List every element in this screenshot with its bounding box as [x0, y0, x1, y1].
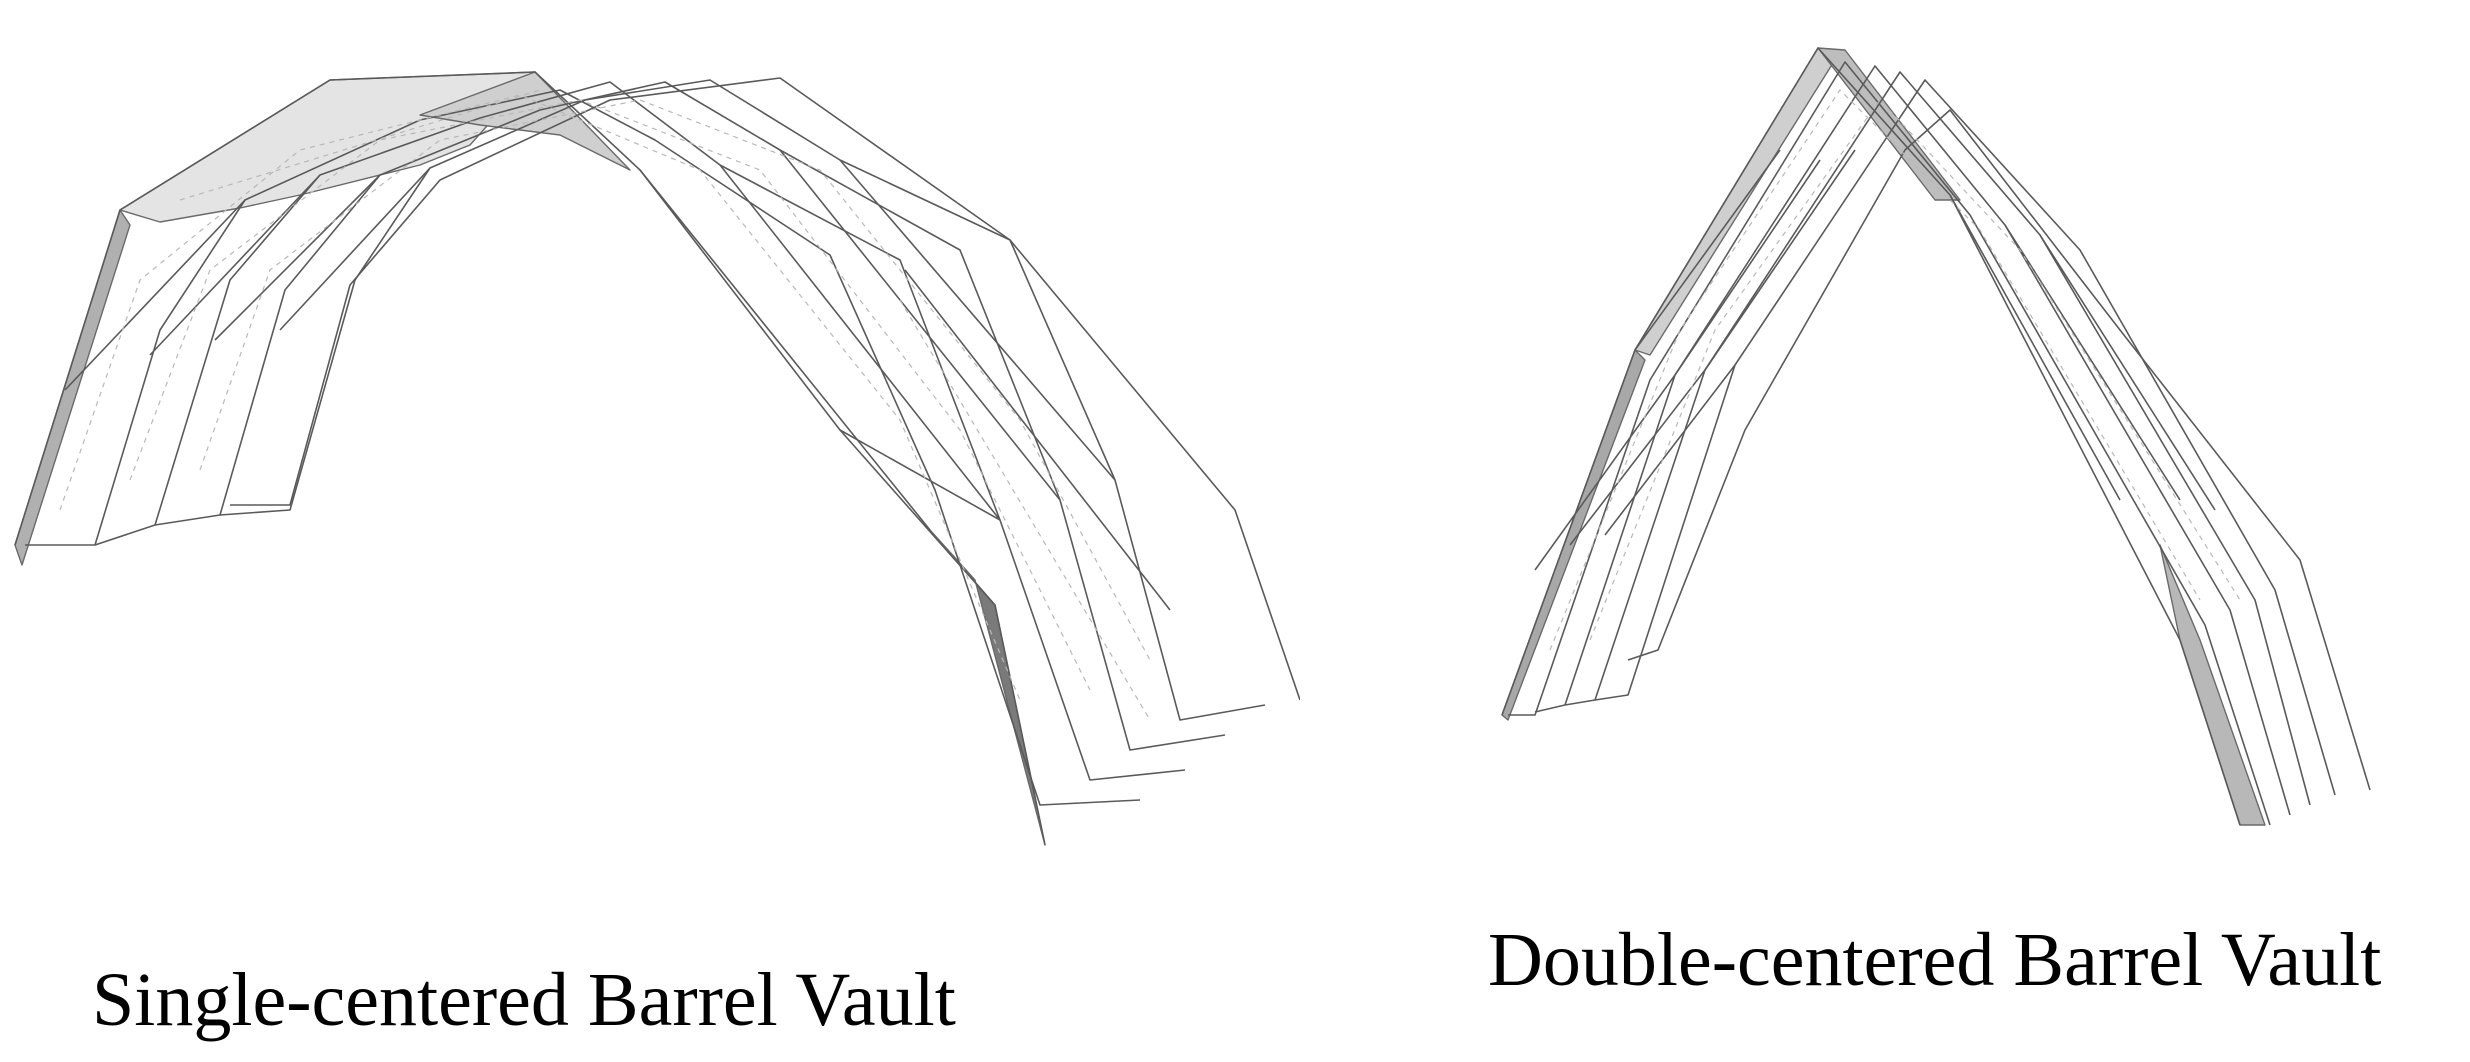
fold-line [639, 169, 931, 531]
vault-crown-right-face [1817, 47, 1961, 201]
vault-ribs [1501, 47, 2371, 826]
hidden-line [59, 94, 1021, 701]
fold-line [1604, 364, 1736, 536]
vault-right-end-face [2159, 544, 2266, 826]
fold-line [779, 149, 1061, 501]
single-vault-caption: Single-centered Barrel Vault [92, 958, 956, 1042]
single-vault-svg [14, 71, 1300, 846]
fold-line [214, 174, 381, 341]
fold-line [839, 159, 1116, 481]
vault-rib-6 [230, 77, 1300, 701]
hidden-line [1589, 99, 2241, 641]
fold-line [904, 269, 1171, 611]
vault-hidden-lines [59, 89, 1151, 721]
hidden-line [129, 99, 1091, 691]
fold-line [1634, 149, 1781, 351]
single-centered-vault-drawing [0, 0, 1300, 900]
vault-rib-3 [1534, 65, 2291, 816]
fold-line [1569, 369, 1706, 546]
fold-line [64, 199, 246, 391]
fold-line [839, 429, 1001, 521]
hidden-line [179, 89, 541, 201]
hidden-line [199, 99, 1151, 661]
vault-crown-face [419, 71, 631, 171]
fold-line [2039, 234, 2216, 511]
hidden-line [899, 299, 1151, 721]
vault-ribs [14, 71, 1300, 846]
double-vault-svg [1501, 47, 2371, 826]
vault-rib-4 [154, 81, 1226, 751]
fold-line [2004, 224, 2181, 501]
vault-rib-1 [1501, 47, 2241, 826]
double-vault-caption: Double-centered Barrel Vault [1488, 918, 2382, 1002]
fold-line [1949, 194, 2121, 501]
vault-rib-2 [25, 89, 1141, 806]
vault-rib-5 [219, 79, 1266, 721]
vault-rib-2 [1508, 61, 2271, 826]
fold-line [279, 167, 431, 331]
vault-left-end-face [14, 209, 131, 566]
vault-rib-6 [1627, 109, 2371, 791]
double-centered-vault-drawing [1480, 0, 2470, 900]
vault-rib-1 [14, 71, 1046, 846]
fold-line [719, 164, 1001, 521]
vault-hidden-lines [1549, 89, 2241, 651]
vault-left-end-face [1501, 349, 1646, 721]
fold-line [1704, 149, 1856, 371]
hidden-line [1549, 89, 2201, 651]
fold-line [1674, 159, 1821, 376]
vault-rib-3 [94, 81, 1186, 781]
fold-line [1534, 374, 1676, 571]
fold-line [149, 174, 321, 356]
vault-rib-5 [1594, 79, 2336, 796]
vault-right-end-face [929, 529, 1046, 846]
